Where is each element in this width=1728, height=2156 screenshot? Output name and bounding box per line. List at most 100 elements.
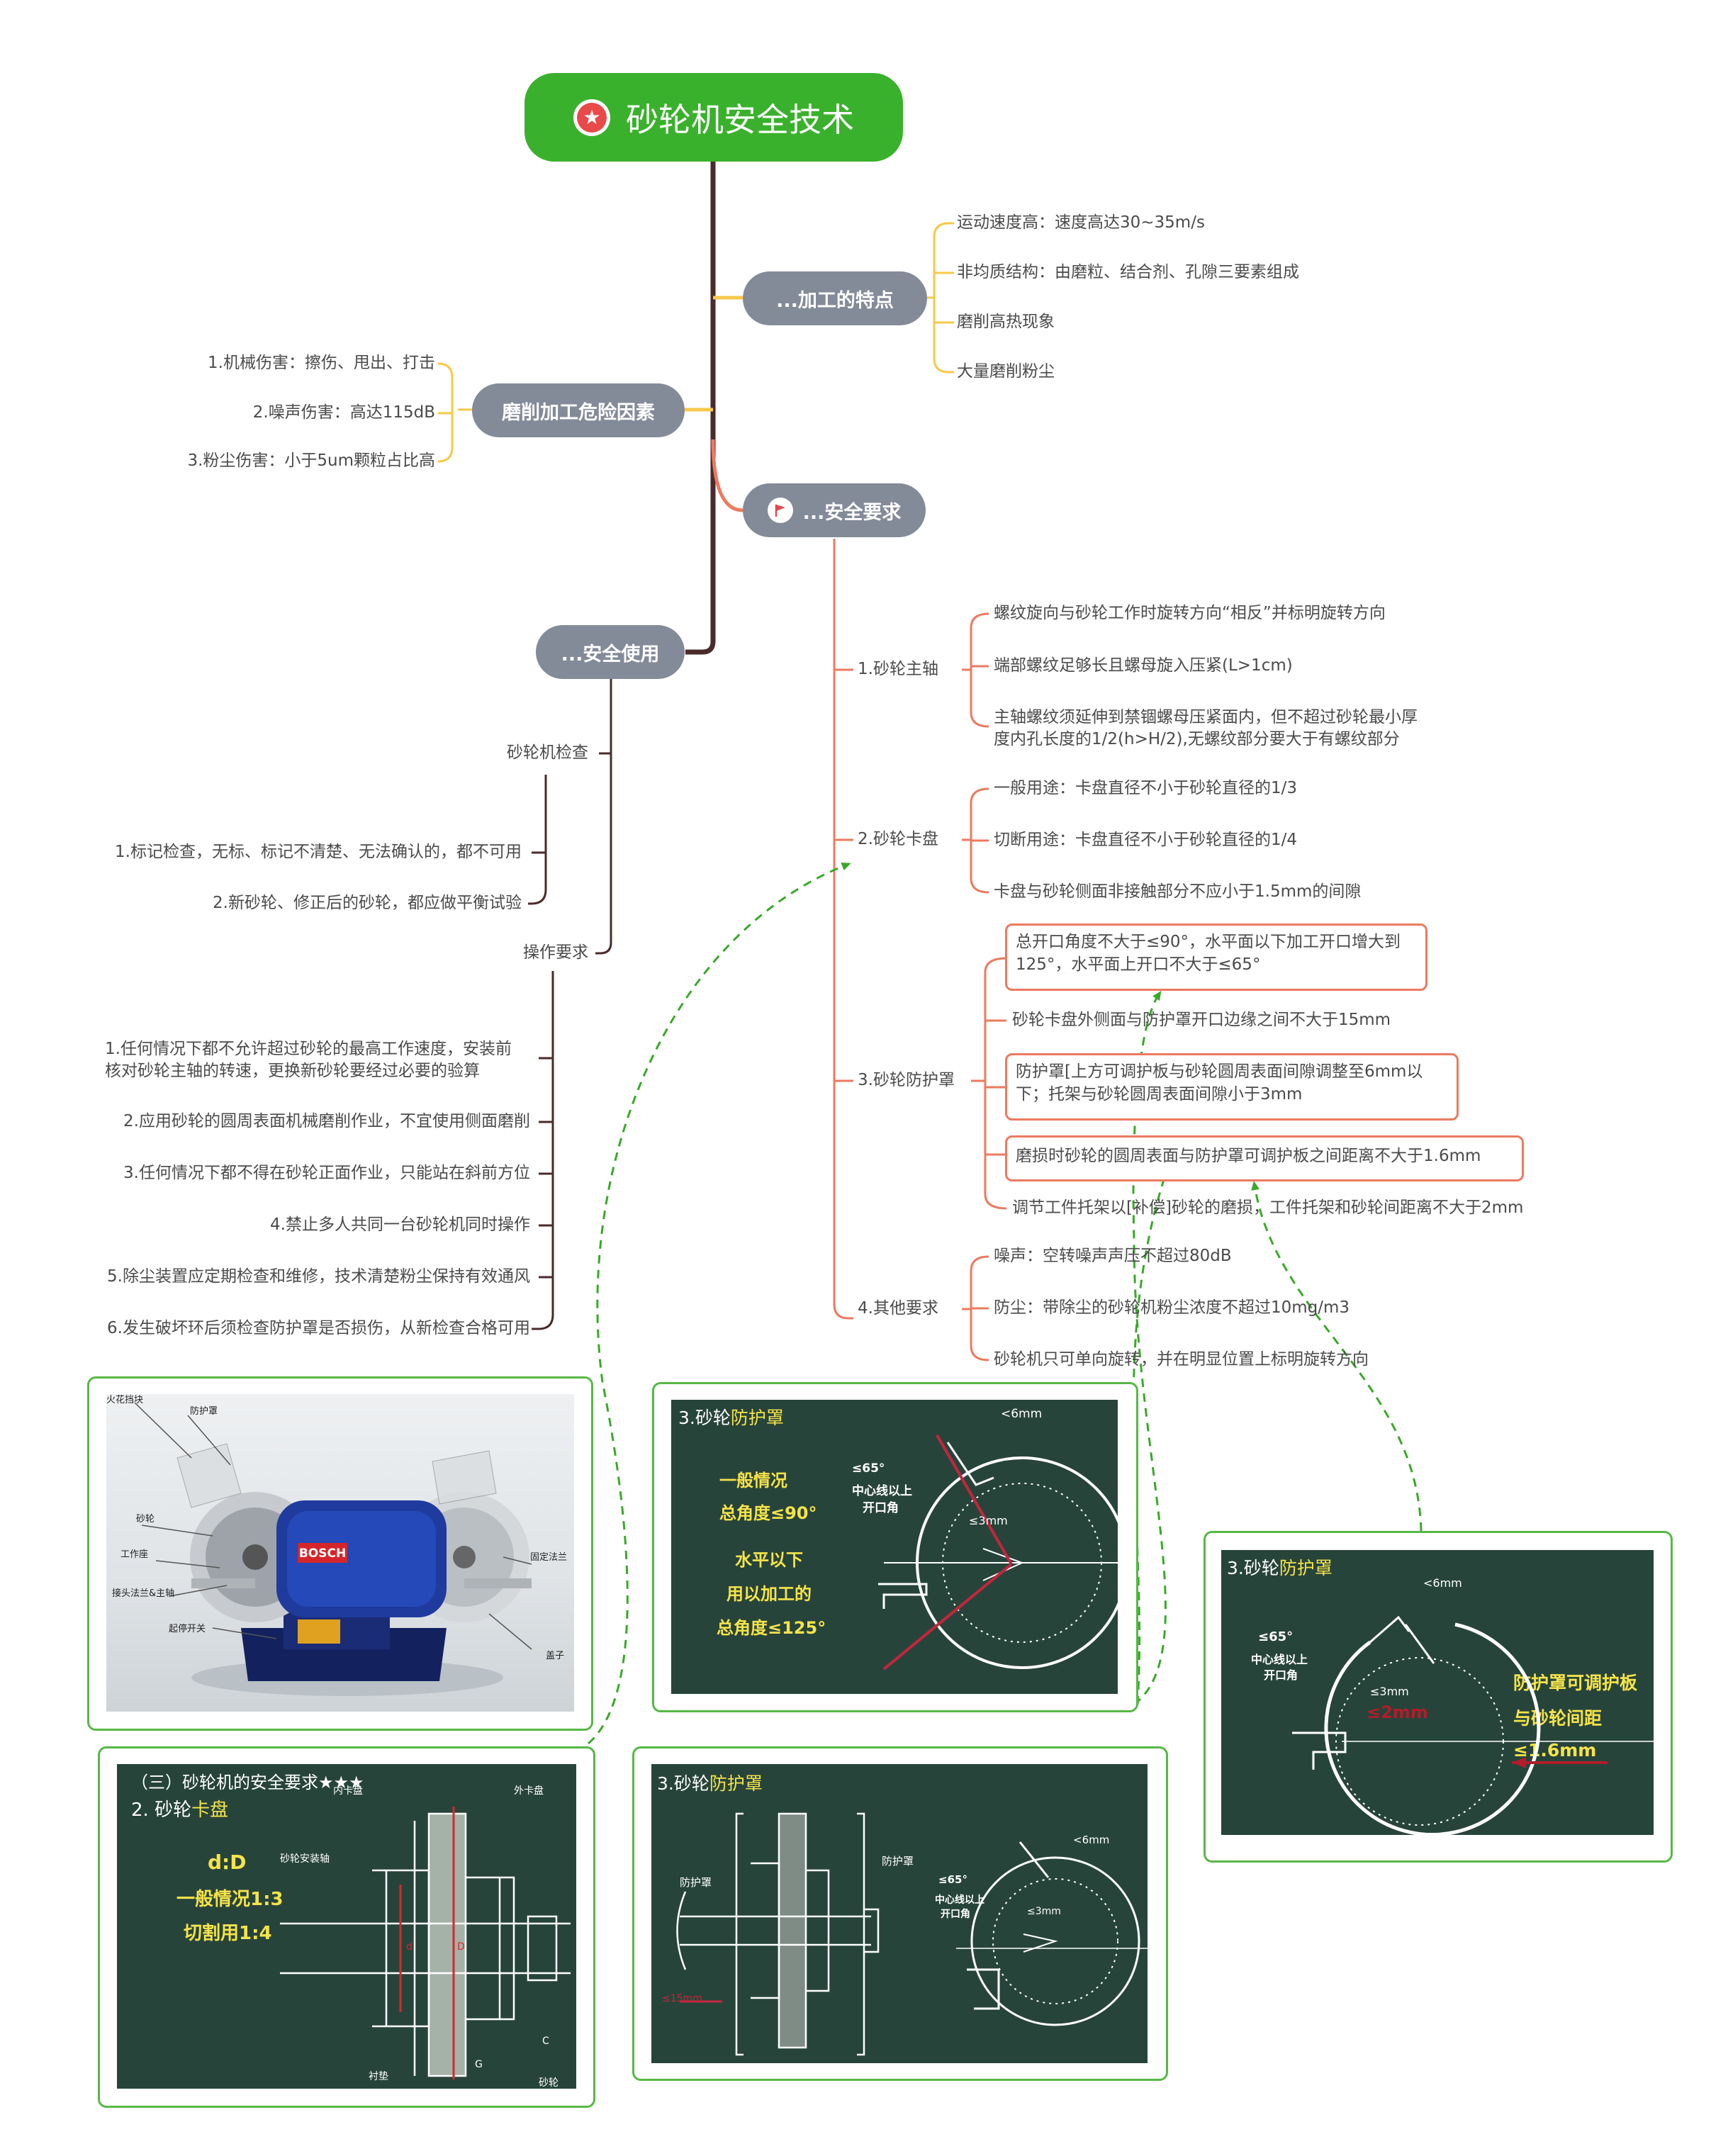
guard1-l4: 用以加工的 (726, 1584, 812, 1604)
guard-board-3: 3.砂轮防护罩 防护罩可调护板 与砂轮间距 ≤1.6mm <6mm ≤65° 中… (1221, 1550, 1654, 1835)
usage-ops-item-3[interactable]: 3.任何情况下都不得在砂轮正面作业，只能站在斜前方位 (123, 1164, 530, 1182)
flange-lbl-D: D (457, 1941, 465, 1953)
req-flange[interactable]: 2.砂轮卡盘 (858, 830, 938, 848)
flange-line-2: 切割用1:4 (184, 1923, 272, 1944)
guard2-title: 3.砂轮防护罩 (657, 1770, 763, 1795)
flange-lbl-c: C (542, 2036, 549, 2047)
guard1-l2: 总角度≤90° (719, 1503, 817, 1523)
guard3-a6: ≤2mm (1367, 1702, 1428, 1722)
guard1-a3: 中心线以上 (852, 1483, 912, 1498)
node-hazards-label: 磨削加工危险因素 (502, 401, 655, 424)
node-characteristics[interactable]: ...加工的特点 (743, 271, 927, 325)
req-flange-item-1[interactable]: 一般用途：卡盘直径不小于砂轮直径的1/3 (994, 779, 1298, 797)
req-spindle-item-1[interactable]: 螺纹旋向与砂轮工作时旋转方向“相反”并标明旋转方向 (994, 604, 1386, 622)
star-badge-icon: ★ (573, 99, 610, 136)
flange-ratio: d:D (208, 1851, 247, 1874)
usage-ops-item-6[interactable]: 6.发生破坏环后须检查防护罩是否损伤，从新检查合格可用 (107, 1319, 530, 1337)
req-spindle-item-3a[interactable]: 主轴螺纹须延伸到禁锢螺母压紧面内，但不超过砂轮最小厚 (994, 708, 1418, 726)
usage-ops-item-1b[interactable]: 核对砂轮主轴的转速，更换新砂轮要经过必要的验算 (105, 1062, 480, 1080)
usage-check-item-1[interactable]: 1.标记检查，无标、标记不清楚、无法确认的，都不可用 (115, 843, 522, 861)
usage-ops-item-2[interactable]: 2.应用砂轮的圆周表面机械磨削作业，不宜使用侧面磨削 (123, 1112, 530, 1130)
guard1-l1: 一般情况 (719, 1471, 787, 1490)
root-title: 砂轮机安全技术 (626, 100, 854, 139)
node-usage[interactable]: ...安全使用 (536, 625, 685, 679)
guard3-note-3: ≤1.6mm (1513, 1740, 1597, 1761)
guard2-right-label: 防护罩 (882, 1855, 914, 1868)
flag-icon (767, 498, 793, 523)
guard2-a3: 中心线以上 (935, 1894, 984, 1906)
brand-label: BOSCH (299, 1546, 346, 1561)
req-guard-item-4-box[interactable]: 磨损时砂轮的圆周表面与防护罩可调护板之间距离不大于1.6mm (1005, 1135, 1524, 1181)
guard3-a2: ≤65° (1258, 1629, 1293, 1644)
guard2-diagram: 防护罩 防护罩 ≤15mm <6mm ≤65° 中心线以上 开口角 ≤3mm (662, 1812, 1148, 2056)
root-topic[interactable]: ★ 砂轮机安全技术 (524, 73, 903, 162)
flange-line-1: 一般情况1:3 (176, 1889, 284, 1910)
flange-lbl-outer: 外卡盘 (514, 1785, 544, 1797)
guard-panel-2[interactable]: 3.砂轮防护罩 防护罩 防护罩 ≤15mm <6mm ≤65° 中心线以上 (632, 1746, 1168, 2081)
flange-title-highlight: 卡盘 (191, 1800, 229, 1821)
guard1-a4: 开口角 (863, 1500, 899, 1515)
guard3-a1: <6mm (1423, 1576, 1462, 1590)
guard2-a5: ≤3mm (1027, 1906, 1061, 1917)
req-spindle-item-3b[interactable]: 度内孔长度的1/2(h>H/2),无螺纹部分要大于有螺纹部分 (994, 730, 1400, 748)
guard1-diagram: <6mm ≤65° 中心线以上 开口角 ≤3mm (852, 1407, 1118, 1671)
flange-panel[interactable]: （三）砂轮机的安全要求★★★ 2. 砂轮卡盘 d:D 一般情况1:3 切割用1:… (98, 1746, 595, 2108)
guard3-a4: 开口角 (1264, 1668, 1298, 1682)
req-guard-item-3a: 防护罩[上方可调护板与砂轮圆周表面间隙调整至6mm以 (1016, 1062, 1423, 1081)
label-flange-spindle: 接头法兰&主轴 (112, 1588, 174, 1599)
guard1-l5: 总角度≤125° (717, 1618, 826, 1638)
usage-check[interactable]: 砂轮机检查 (507, 743, 588, 762)
characteristics-item-1[interactable]: 运动速度高：速度高达30~35m/s (957, 213, 1205, 232)
req-flange-item-3[interactable]: 卡盘与砂轮侧面非接触部分不应小于1.5mm的间隙 (994, 882, 1362, 901)
req-guard-item-2[interactable]: 砂轮卡盘外侧面与防护罩开口边缘之间不大于15mm (1012, 1011, 1391, 1029)
req-other-item-3[interactable]: 砂轮机只可单向旋转，并在明显位置上标明旋转方向 (994, 1350, 1369, 1369)
node-requirements[interactable]: ...安全要求 (743, 483, 926, 537)
req-guard-item-3-box[interactable]: 防护罩[上方可调护板与砂轮圆周表面间隙调整至6mm以 下；托架与砂轮圆周表面间隙… (1005, 1053, 1459, 1121)
hazards-item-3[interactable]: 3.粉尘伤害：小于5um颗粒占比高 (187, 451, 435, 470)
guard1-l3: 水平以下 (735, 1550, 803, 1570)
hazards-item-1[interactable]: 1.机械伤害：擦伤、甩出、打击 (208, 354, 435, 372)
guard1-title-prefix: 3.砂轮 (678, 1408, 731, 1428)
req-guard-item-1a: 总开口角度不大于≤90°，水平面以下加工开口增大到 (1016, 933, 1401, 951)
req-flange-item-2[interactable]: 切断用途：卡盘直径不小于砂轮直径的1/4 (994, 831, 1298, 849)
req-other[interactable]: 4.其他要求 (858, 1299, 938, 1318)
usage-ops-item-4[interactable]: 4.禁止多人共同一台砂轮机同时操作 (270, 1215, 530, 1234)
guard-panel-1[interactable]: 3.砂轮防护罩 一般情况 总角度≤90° 水平以下 用以加工的 总角度≤125°… (652, 1382, 1138, 1712)
usage-ops-item-5[interactable]: 5.除尘装置应定期检查和维修，技术清楚粉尘保持有效通风 (107, 1267, 530, 1286)
characteristics-item-3[interactable]: 磨削高热现象 (957, 313, 1055, 331)
guard-panel-3[interactable]: 3.砂轮防护罩 防护罩可调护板 与砂轮间距 ≤1.6mm <6mm ≤65° 中… (1204, 1531, 1673, 1863)
flange-header: （三）砂轮机的安全要求★★★ (131, 1773, 364, 1792)
req-guard-item-1b: 125°，水平面上开口不大于≤65° (1016, 955, 1261, 974)
usage-ops[interactable]: 操作要求 (523, 943, 588, 962)
req-spindle-item-2[interactable]: 端部螺纹足够长且螺母旋入压紧(L>1cm) (994, 656, 1293, 675)
req-guard-item-5[interactable]: 调节工件托架以[补偿]砂轮的磨损，工件托架和砂轮间距离不大于2mm (1012, 1198, 1524, 1217)
req-guard-item-3b: 下；托架与砂轮圆周表面间隙小于3mm (1016, 1085, 1303, 1104)
node-requirements-label: ...安全要求 (802, 501, 902, 524)
req-guard-item-1-box[interactable]: 总开口角度不大于≤90°，水平面以下加工开口增大到 125°，水平面上开口不大于… (1005, 923, 1427, 991)
guard-board-1: 3.砂轮防护罩 一般情况 总角度≤90° 水平以下 用以加工的 总角度≤125°… (671, 1400, 1118, 1694)
req-other-item-1[interactable]: 噪声：空转噪声声压不超过80dB (994, 1247, 1232, 1265)
req-guard[interactable]: 3.砂轮防护罩 (858, 1071, 955, 1089)
usage-ops-item-1a[interactable]: 1.任何情况下都不允许超过砂轮的最高工作速度，安装前 (105, 1040, 512, 1058)
characteristics-item-4[interactable]: 大量磨削粉尘 (957, 362, 1055, 381)
req-spindle[interactable]: 1.砂轮主轴 (858, 660, 938, 678)
grinder-photo: BOSCH 火花挡块 防护罩 砂轮 工作座 接头法兰&主轴 起停开关 固定法兰 … (106, 1394, 574, 1712)
guard2-a1: <6mm (1073, 1834, 1109, 1846)
flange-lbl-inner: 内卡盘 (333, 1785, 363, 1797)
flange-title-prefix: 2. 砂轮 (131, 1800, 192, 1821)
guard3-a5: ≤3mm (1370, 1685, 1409, 1698)
flange-lbl-wheel: 砂轮 (539, 2077, 559, 2089)
label-spark-guard: 火花挡块 (106, 1394, 143, 1405)
hazards-item-2[interactable]: 2.噪声伤害：高达115dB (252, 403, 435, 422)
usage-check-item-2[interactable]: 2.新砂轮、修正后的砂轮，都应做平衡试验 (213, 894, 522, 912)
label-wheel: 砂轮 (136, 1514, 155, 1525)
characteristics-item-2[interactable]: 非均质结构：由磨粒、结合剂、孔隙三要素组成 (957, 263, 1299, 281)
flange-lbl-g: G (475, 2059, 483, 2070)
guard3-title-highlight: 防护罩 (1279, 1558, 1333, 1578)
req-other-item-2[interactable]: 防尘：带除尘的砂轮机粉尘浓度不超过10mg/m3 (994, 1298, 1350, 1317)
label-fixed-flange: 固定法兰 (530, 1552, 567, 1563)
photo-panel[interactable]: BOSCH 火花挡块 防护罩 砂轮 工作座 接头法兰&主轴 起停开关 固定法兰 … (87, 1376, 593, 1731)
node-characteristics-label: ...加工的特点 (776, 289, 894, 312)
flange-lbl-gasket: 衬垫 (369, 2071, 388, 2082)
node-hazards[interactable]: 磨削加工危险因素 (472, 383, 685, 437)
